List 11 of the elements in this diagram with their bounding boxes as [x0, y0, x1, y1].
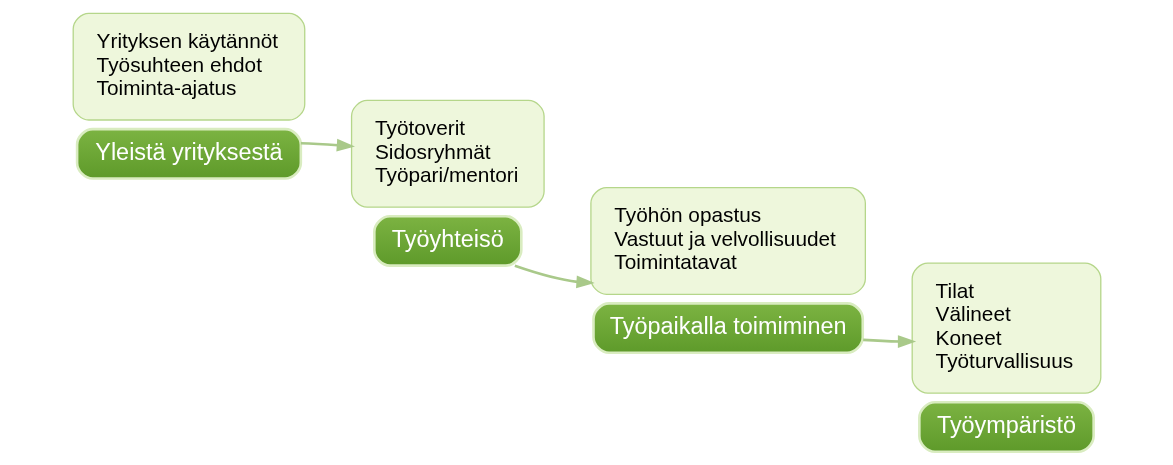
node-box: Työpaikalla toimiminen	[591, 302, 864, 355]
node-box: Työympäristö	[917, 400, 1095, 453]
arrow	[513, 264, 595, 289]
arrow	[862, 335, 916, 348]
node-box: Työhön opastus Vastuut ja velvollisuudet Toimintatavat	[589, 186, 866, 295]
node-box: Yrityksen käytännöt Työsuhteen ehdot Toiminta-ajatus	[72, 12, 305, 121]
node-box: Työyhteisö	[372, 214, 523, 267]
node-box: Yleistä yrityksestä	[75, 127, 302, 180]
arrow	[300, 138, 355, 152]
node-box: Työtoverit Sidosryhmät Työpari/mentori	[350, 99, 545, 208]
node-box: Tilat Välineet Koneet Työturvallisuus	[911, 262, 1101, 394]
